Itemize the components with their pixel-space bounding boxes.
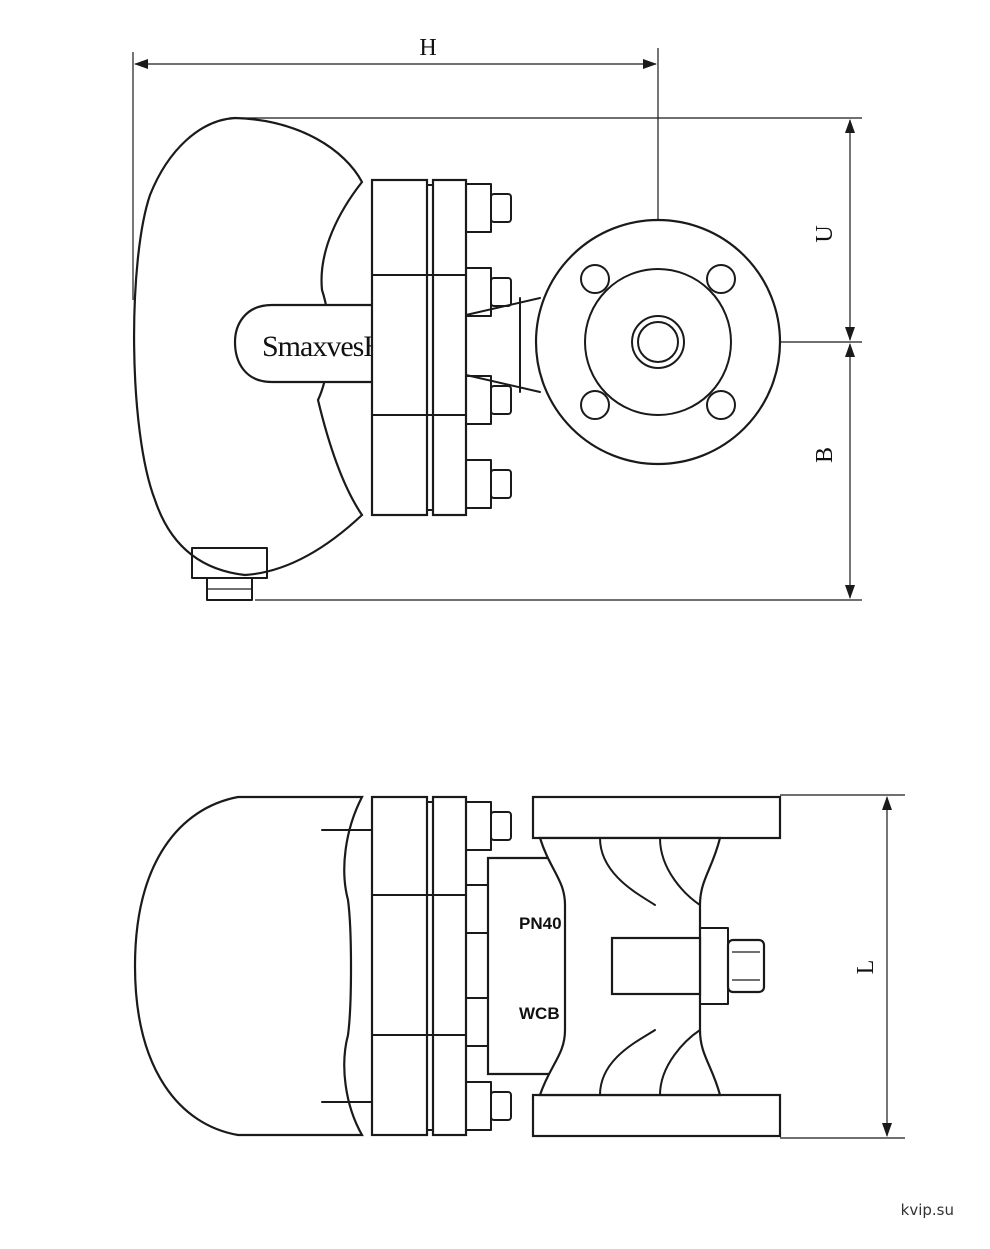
flange-bolt-hole-1 [580,264,610,294]
flange-bolt-hole-2 [706,264,736,294]
dimension-u-label: U [812,225,838,242]
side-view: L PN40 WCB [133,794,905,1139]
flange-bolt-hole-3 [580,390,610,420]
cover-flange [370,178,429,517]
dimension-b-label: B [812,447,838,463]
end-flange-outer [534,218,782,466]
bolt-1 [465,183,492,233]
bolt-side-4 [465,1081,492,1131]
watermark: kvip.su [900,1201,954,1219]
sight-plug [726,938,766,994]
body-cap [610,936,702,996]
end-flange-top [531,795,782,840]
dimension-l-label: L [853,960,879,975]
cover-flange-side [370,795,429,1137]
flange-bolt-hole-4 [706,390,736,420]
bolt-3 [465,375,492,425]
pressure-rating: PN40 [519,914,562,933]
end-flange-raised-face [584,268,732,416]
dimension-h-label: H [419,35,436,61]
top-view: H U B SmaxvesH [132,35,862,601]
bolt-2 [465,267,492,317]
body-flange-side [431,795,468,1137]
bolt-group-top-view [465,183,512,509]
brand-logo: SmaxvesH [262,330,384,363]
bolt-side-1 [465,801,492,851]
bolt-4 [465,459,492,509]
end-flange-bottom [531,1093,782,1138]
body-flange [431,178,468,517]
valve-neck [465,297,541,393]
end-flange-bore [631,315,685,369]
float-body-side [133,795,364,1137]
material-grade: WCB [519,1004,560,1023]
